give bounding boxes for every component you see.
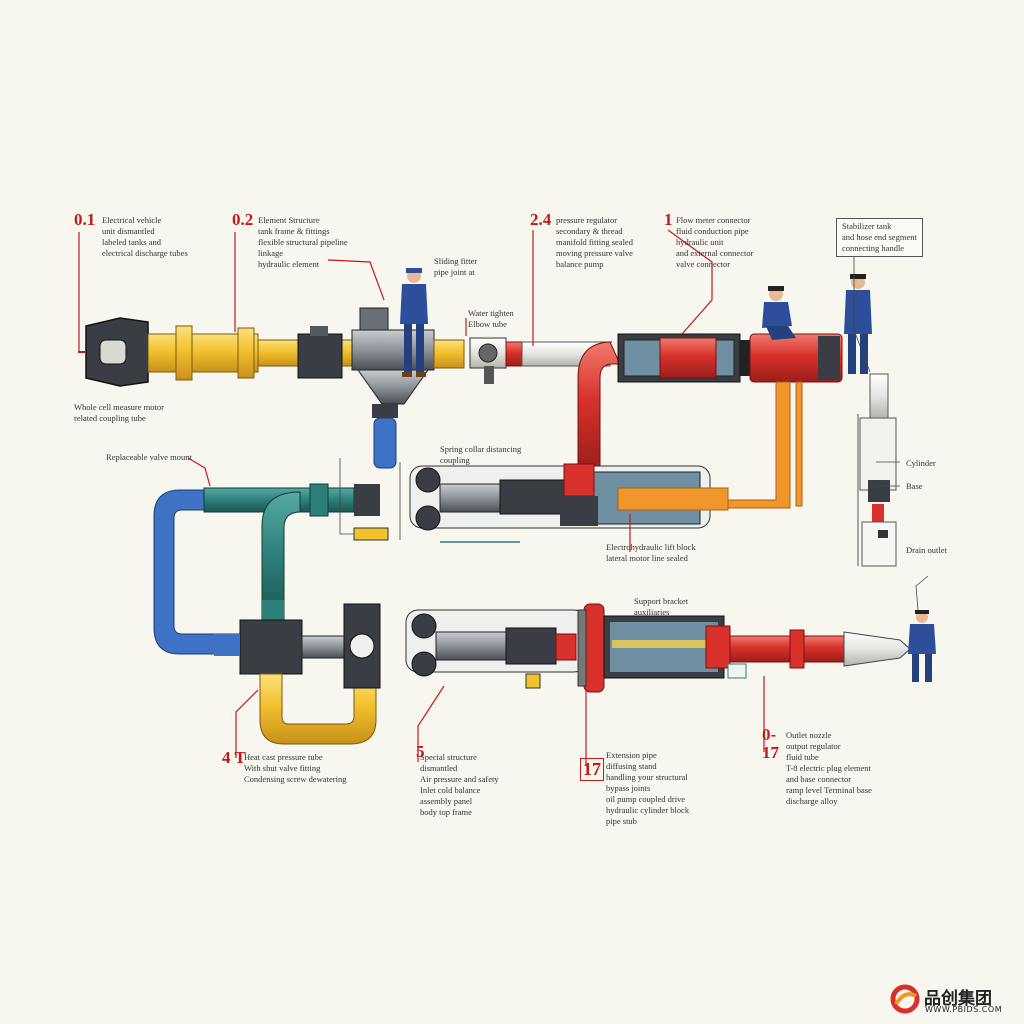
junction-block <box>239 619 303 675</box>
callout-number-4: 4 T <box>222 748 246 767</box>
worker-figure-3 <box>844 274 872 374</box>
callout-number-5: 5 <box>416 742 425 761</box>
label-lift-block: Electrohydraulic lift block lateral moto… <box>606 542 696 563</box>
label-drain-outlet: Drain outlet <box>906 545 947 555</box>
label-water-tighten: Water tighten Elbow tube <box>468 308 514 329</box>
callout-number-2-4: 2.4 <box>530 210 552 229</box>
brand-name: 品创集团 <box>924 989 992 1009</box>
callout-text-4: Heat cast pressure tube With shut valve … <box>244 752 347 784</box>
label-cylinder: Cylinder <box>906 458 936 468</box>
callout-leaders <box>78 229 765 766</box>
callout-text-17: Extension pipe diffusing stand handling … <box>606 750 690 826</box>
worker-figure-2 <box>762 286 796 340</box>
callout-text-0-17: Outlet nozzle output regulator fluid tub… <box>786 730 872 806</box>
red-outlet-pipe <box>729 635 793 663</box>
teal-vertical-connector <box>262 600 284 622</box>
middle-pipeline <box>153 463 729 655</box>
callout-number-1: 1 <box>664 210 673 229</box>
callout-number-0-17: 0- 17 <box>762 725 779 762</box>
blue-pipe-loop <box>153 489 241 655</box>
callout-box-stabilizer: Stabilizer tank and hose end segment con… <box>836 218 923 257</box>
worker-figure-1 <box>400 268 428 377</box>
callout-number-0-2: 0.2 <box>232 210 254 229</box>
gearbox-valve <box>297 333 343 379</box>
brand-url: WWW.PBIDS.COM <box>925 1005 1003 1014</box>
red-disk-flange <box>583 603 605 693</box>
callout-text-0-1: Electrical vehicle unit dismantled label… <box>102 215 188 258</box>
outlet-nozzle <box>843 631 911 667</box>
bottom-pipeline <box>214 600 911 745</box>
callout-text-5: Special structure dismantled Air pressur… <box>420 752 499 817</box>
label-spring-collar: Spring collar distancing coupling <box>440 444 522 465</box>
label-motor-coupling: Whole cell measure motor related couplin… <box>74 402 164 423</box>
label-sliding-fitter: Sliding fitter pipe joint at <box>434 256 478 277</box>
yellow-nameplate <box>353 527 389 541</box>
worker-figure-4 <box>908 610 936 682</box>
blue-drop-pipe <box>373 417 397 469</box>
callout-text-2-4: pressure regulator secondary & thread ma… <box>556 215 633 269</box>
red-elbow <box>577 341 621 471</box>
brand-logo: 品创集团 WWW.PBIDS.COM <box>890 982 1020 1018</box>
label-base: Base <box>906 481 923 491</box>
yellow-nameplate-bottom <box>525 673 541 689</box>
vertical-pump-column <box>857 373 897 567</box>
callout-text-1: Flow meter connector fluid conduction pi… <box>676 215 754 269</box>
callout-number-17: 17 <box>580 758 604 781</box>
callout-number-0-1: 0.1 <box>74 210 96 229</box>
thin-connectors <box>339 244 929 611</box>
label-replaceable-valve: Replaceable valve mount <box>106 452 192 462</box>
callout-text-0-2: Element Structure tank frame & fittings … <box>258 215 348 269</box>
brand-logo-mark-icon <box>890 984 920 1014</box>
label-support-bracket: Support bracket auxiliaries <box>634 596 689 617</box>
